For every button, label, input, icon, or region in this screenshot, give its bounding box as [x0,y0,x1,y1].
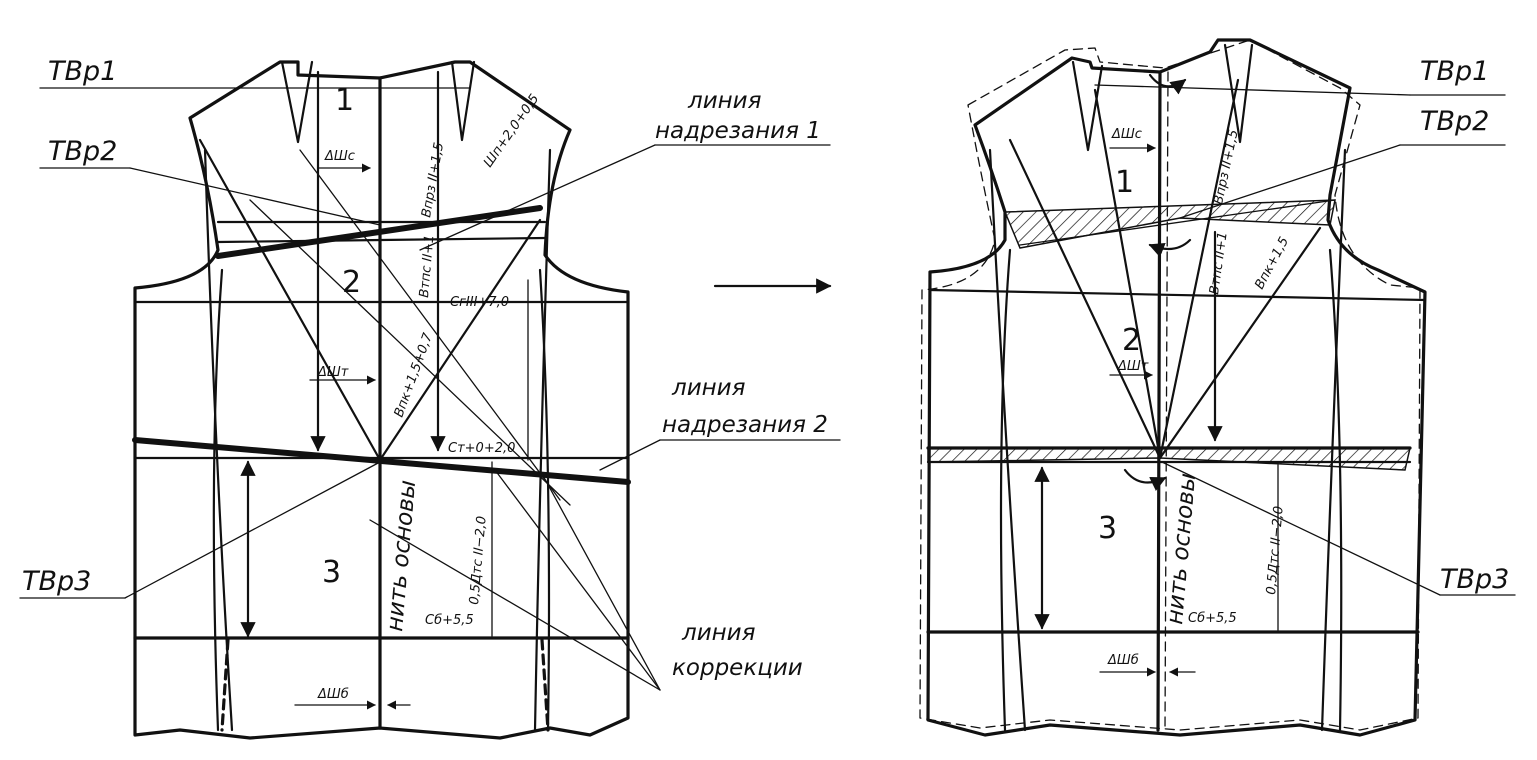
right-section-2: 2 [1122,323,1141,358]
right-leader-tvr3-b [1161,461,1441,596]
right-side-seam-r1 [1320,148,1347,732]
label-tvr2-right: ТВр2 [1420,106,1489,137]
right-f-dsh-b: ΔШб [1107,653,1139,668]
right-diag-3 [1093,88,1162,460]
right-f-vprz: Впрз II+1,5 [1211,128,1241,205]
leader-corr-b [494,469,661,691]
right-line-bust [928,288,1427,302]
right-f-vpk: Впк+1,5 [1252,235,1292,292]
left-f-dts: 0,5Дтс II−2,0 [467,515,490,605]
left-side-seam-right-2 [538,268,551,732]
leader-corr-c [539,469,661,691]
right-section-3: 3 [1098,511,1117,546]
right-back-dart [1223,43,1254,144]
left-side-seam-left-2 [212,268,224,732]
left-f-st: Ст+0+2,0 [448,441,515,456]
left-f-sb: Сб+5,5 [425,613,474,628]
right-front-dart [1071,60,1104,152]
left-outline [133,60,630,740]
left-cut-line-1 [215,205,543,259]
right-pattern [919,38,1516,737]
right-side-seam-l1 [988,148,1027,732]
left-front-dart [280,60,314,144]
left-line-chest-2 [216,236,547,244]
left-section-1: 1 [335,83,354,118]
text-layer: ТВр1 ТВр2 ТВр3 линия надрезания 1 линия … [22,56,1509,702]
label-tvr3-left: ТВр3 [22,566,91,597]
right-side-seam-r2 [1328,248,1343,732]
left-f-sgr: СгIII+7,0 [450,295,509,310]
right-rotate-3 [1123,468,1167,491]
left-grain: нить основы [382,479,421,632]
right-section-1: 1 [1115,165,1134,200]
right-rotate-1 [1148,73,1187,95]
right-f-sb: Сб+5,5 [1188,611,1237,626]
label-cut2-b: надрезания 2 [662,412,828,438]
right-side-seam-l2 [999,248,1012,732]
left-side-seam-right [533,148,552,732]
label-tvr3-right: ТВр3 [1440,564,1509,595]
left-section-2: 2 [342,265,361,300]
right-grain: нить основы [1162,472,1201,625]
right-center-dashed [1164,71,1169,731]
left-f-dsh-c: ΔШс [324,149,355,164]
left-dash-right [540,638,550,732]
right-leader-tvr2-b [1179,144,1401,219]
label-cut1-a: линия [687,88,762,114]
label-cut1-b: надрезания 1 [655,118,821,144]
left-diag-2 [378,218,542,462]
right-diag-2 [1158,226,1322,460]
left-section-3: 3 [322,555,341,590]
right-rotate-2 [1148,238,1192,258]
left-f-vprz: Впрз II+1,5 [419,141,447,218]
right-center-line [1156,70,1162,732]
right-outline [926,38,1427,737]
left-leader-tvr3-b [124,461,381,599]
left-diag-3 [299,149,561,501]
right-f-dts: 0,5Дтс II−2,0 [1264,505,1287,595]
left-pattern [19,60,841,740]
left-f-shoulder: Шп+2,0+0,5 [481,92,542,171]
leader-cut2-b [599,439,661,471]
right-leader-tvr1-b [1094,84,1411,96]
left-f-vtps: Втпс II+1 [417,234,437,298]
right-f-dsh-t: ΔШт [1117,359,1149,374]
label-tvr2-left: ТВр2 [48,136,117,167]
right-diag-1 [1008,138,1162,460]
left-back-dart [450,60,476,142]
label-tvr1-left: ТВр1 [48,56,117,87]
left-f-vpk: Впк+1,5+0,7 [392,330,437,419]
right-f-dsh-c: ΔШс [1111,127,1142,142]
left-diag-4 [249,199,571,506]
label-corr-b: коррекции [672,655,803,681]
label-tvr1-right: ТВр1 [1420,56,1489,87]
leader-corr-a [369,519,661,691]
left-dash-left [220,638,230,732]
right-diag-4 [1158,78,1240,460]
leader-cut1-b [419,144,656,251]
right-cut-upper [1019,199,1336,246]
label-cut2-a: линия [671,375,746,401]
left-f-dsh-t: ΔШт [317,365,349,380]
left-leader-tvr2-b [129,167,381,226]
right-f-vtps: Втпс II+1 [1207,231,1231,296]
right-dashed-outline [919,39,1421,731]
label-corr-a: линия [681,620,756,646]
left-f-dsh-b: ΔШб [317,687,349,702]
left-diag-1 [198,138,382,462]
